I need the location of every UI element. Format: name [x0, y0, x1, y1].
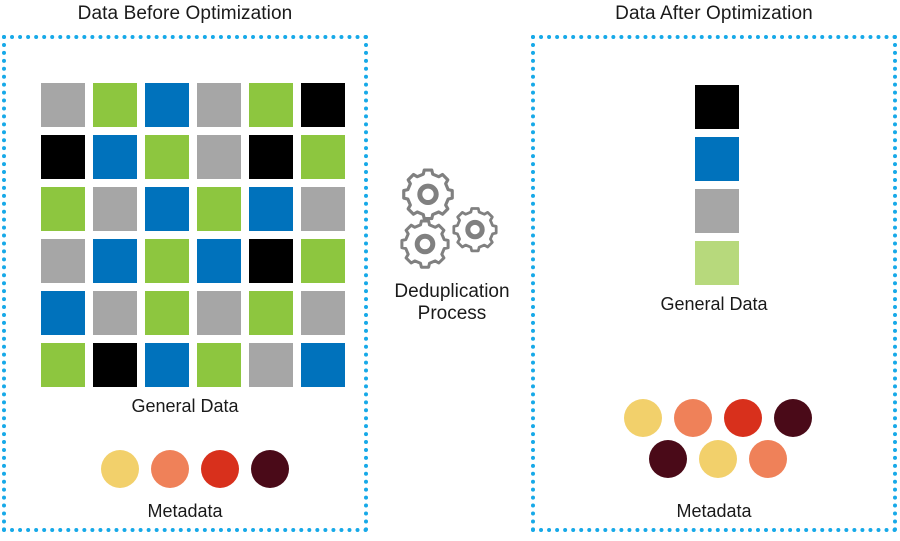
- process-label-line2: Process: [417, 303, 487, 325]
- metadata-circle: [699, 440, 737, 478]
- data-block: [301, 187, 345, 231]
- data-block: [301, 291, 345, 335]
- data-block: [41, 83, 85, 127]
- metadata-circles-after-row1: [624, 399, 812, 437]
- data-block: [301, 343, 345, 387]
- metadata-circle: [201, 450, 239, 488]
- data-block: [695, 85, 739, 129]
- metadata-circle: [749, 440, 787, 478]
- data-block: [197, 135, 241, 179]
- data-block: [145, 83, 189, 127]
- data-block: [93, 291, 137, 335]
- data-block: [93, 83, 137, 127]
- data-block: [197, 187, 241, 231]
- after-panel-title: Data After Optimization: [615, 3, 813, 24]
- data-block: [93, 135, 137, 179]
- data-block: [197, 291, 241, 335]
- data-block: [249, 291, 293, 335]
- metadata-circles-before: [101, 450, 289, 488]
- general-data-label-after: General Data: [660, 294, 768, 314]
- metadata-label-before: Metadata: [147, 501, 223, 521]
- data-block: [301, 239, 345, 283]
- metadata-circle: [674, 399, 712, 437]
- metadata-circle: [151, 450, 189, 488]
- metadata-circle: [649, 440, 687, 478]
- data-block: [197, 83, 241, 127]
- gears-icon: [400, 168, 498, 269]
- after-optimization-panel: General Data Metadata: [531, 35, 897, 532]
- data-block: [695, 137, 739, 181]
- before-panel-title: Data Before Optimization: [77, 3, 293, 24]
- data-block: [695, 241, 739, 285]
- general-data-grid-before: [41, 83, 345, 387]
- process-label-line1: Deduplication: [394, 281, 510, 302]
- data-block: [145, 239, 189, 283]
- data-block: [41, 291, 85, 335]
- metadata-circles-after-row2: [649, 440, 787, 478]
- general-data-stack-after: [695, 85, 739, 285]
- deduplication-process: Deduplication Process: [377, 155, 527, 326]
- data-block: [197, 239, 241, 283]
- data-block: [145, 187, 189, 231]
- data-block: [249, 239, 293, 283]
- data-block: [249, 135, 293, 179]
- data-block: [249, 83, 293, 127]
- data-block: [41, 343, 85, 387]
- metadata-circle: [724, 399, 762, 437]
- data-block: [93, 239, 137, 283]
- metadata-circle: [774, 399, 812, 437]
- data-block: [41, 135, 85, 179]
- data-block: [249, 187, 293, 231]
- data-block: [93, 187, 137, 231]
- data-block: [145, 291, 189, 335]
- data-block: [197, 343, 241, 387]
- data-block: [301, 83, 345, 127]
- metadata-circle: [101, 450, 139, 488]
- general-data-label-before: General Data: [131, 396, 239, 416]
- data-block: [41, 187, 85, 231]
- data-block: [301, 135, 345, 179]
- data-block: [93, 343, 137, 387]
- metadata-circle: [251, 450, 289, 488]
- data-block: [145, 343, 189, 387]
- data-block: [249, 343, 293, 387]
- metadata-label-after: Metadata: [676, 501, 752, 521]
- metadata-circle: [624, 399, 662, 437]
- deduplication-process-label: Deduplication Process: [377, 281, 527, 326]
- data-block: [145, 135, 189, 179]
- data-block: [695, 189, 739, 233]
- before-optimization-panel: General Data Metadata: [2, 35, 368, 532]
- data-block: [41, 239, 85, 283]
